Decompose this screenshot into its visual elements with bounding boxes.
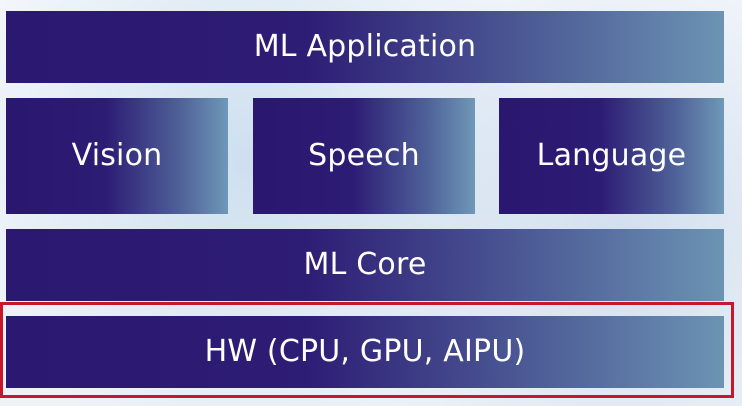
speech-layer: Speech [253,98,475,214]
hardware-label: HW (CPU, GPU, AIPU) [204,334,526,369]
ml-application-layer: ML Application [6,11,724,83]
ml-core-label: ML Core [303,247,427,282]
ml-core-layer: ML Core [6,229,724,301]
vision-layer: Vision [6,98,228,214]
ml-application-label: ML Application [253,29,477,64]
vision-label: Vision [71,138,163,173]
hardware-layer: HW (CPU, GPU, AIPU) [6,316,724,388]
speech-label: Speech [308,138,420,173]
language-layer: Language [499,98,724,214]
language-label: Language [536,138,687,173]
hardware-highlight-frame [0,302,734,398]
